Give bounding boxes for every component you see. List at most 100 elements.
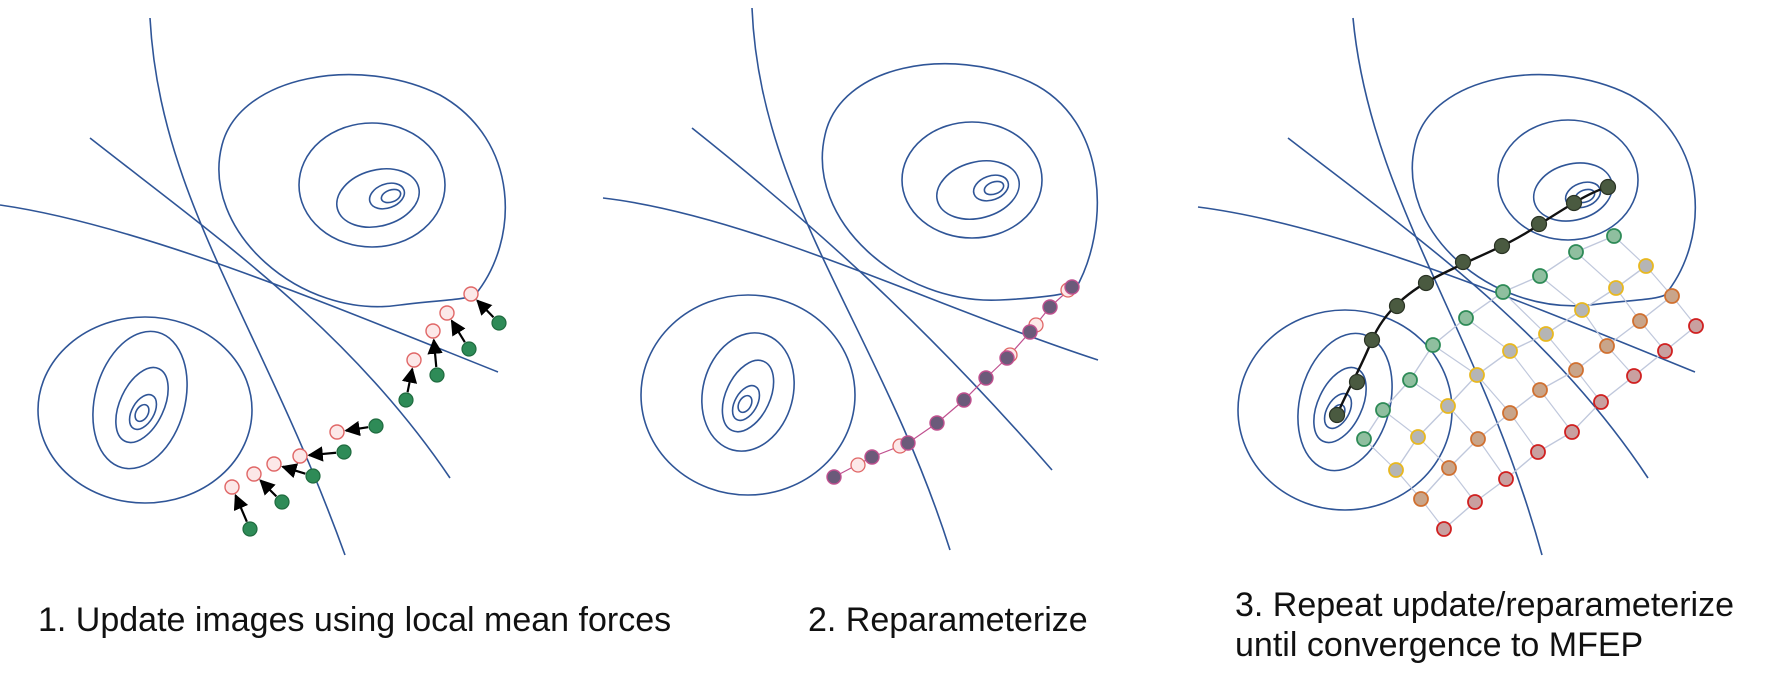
updated-image-point (242, 521, 258, 537)
iteration-image-point (1608, 280, 1624, 296)
updated-image-point (274, 494, 290, 510)
iteration-image-point (1498, 471, 1514, 487)
panel-3-converged-path (1328, 178, 1617, 424)
panel-3-caption: 3. Repeat update/reparameterize until co… (1235, 586, 1734, 664)
updated-image-point (429, 367, 445, 383)
iteration-image-point (1538, 326, 1554, 342)
iteration-image-point (1664, 288, 1680, 304)
old-image-point (292, 448, 308, 464)
iteration-image-point (1356, 431, 1372, 447)
iteration-image-point (1532, 268, 1548, 284)
updated-image-point (461, 341, 477, 357)
iteration-image-point (1402, 372, 1418, 388)
iteration-image-point (1626, 368, 1642, 384)
iteration-image-point (1606, 228, 1622, 244)
iteration-image-point (1502, 343, 1518, 359)
panel-2-caption: 2. Reparameterize (808, 601, 1088, 639)
iteration-image-point (1458, 310, 1474, 326)
mfep-image-point (1363, 331, 1381, 349)
iteration-connector (1613, 235, 1697, 327)
iteration-image-point (1413, 491, 1429, 507)
iteration-image-point (1568, 244, 1584, 260)
updated-image-point (491, 315, 507, 331)
updated-image-point (368, 418, 384, 434)
force-arrow (476, 299, 495, 319)
panel-1-arrows (233, 299, 495, 523)
iteration-image-point (1467, 494, 1483, 510)
iteration-connector (1575, 251, 1666, 352)
reparam-image-point (929, 415, 945, 431)
mfep-image-point (1454, 253, 1472, 271)
reparam-image-point (978, 370, 994, 386)
reparam-image-point (956, 392, 972, 408)
iteration-image-point (1502, 405, 1518, 421)
panel-2 (602, 7, 1099, 551)
force-arrow (281, 463, 306, 479)
old-image-point (463, 286, 479, 302)
panel-1-caption: 1. Update images using local mean forces (38, 601, 672, 639)
iteration-image-point (1425, 337, 1441, 353)
iteration-connector (1502, 291, 1602, 403)
iteration-image-point (1388, 462, 1404, 478)
old-image-point (246, 466, 262, 482)
old-image-point (425, 323, 441, 339)
reparam-image-point (1022, 324, 1038, 340)
iteration-image-point (1495, 284, 1511, 300)
mfep-image-point (1348, 373, 1366, 391)
iteration-image-point (1410, 429, 1426, 445)
reparam-image-point (1042, 299, 1058, 315)
panel-1-images (224, 286, 507, 537)
iteration-image-point (1632, 313, 1648, 329)
panel-2-path (826, 279, 1080, 485)
iteration-image-point (1436, 521, 1452, 537)
mfep-image-point (1328, 406, 1346, 424)
old-image-point (439, 305, 455, 321)
reparam-string-line (833, 286, 1073, 478)
iteration-image-point (1441, 460, 1457, 476)
updated-image-point (336, 444, 352, 460)
iteration-image-point (1688, 318, 1704, 334)
iteration-string-line (1363, 235, 1615, 440)
reparam-image-point (1064, 279, 1080, 295)
force-arrow (259, 479, 278, 498)
updated-image-point (305, 468, 321, 484)
iteration-connector (1409, 379, 1507, 480)
panel-1-contours (0, 17, 507, 556)
iteration-image-point (1593, 394, 1609, 410)
iteration-image-point (1440, 398, 1456, 414)
updated-image-point (398, 392, 414, 408)
iteration-connector (1432, 344, 1539, 453)
iteration-image-point (1568, 362, 1584, 378)
iteration-image-point (1638, 258, 1654, 274)
iteration-image-point (1574, 302, 1590, 318)
iteration-connector (1363, 438, 1445, 530)
iteration-image-point (1564, 424, 1580, 440)
old-image-point (850, 457, 866, 473)
panel-1 (0, 17, 507, 556)
iteration-image-point (1375, 402, 1391, 418)
force-arrow (401, 367, 418, 393)
iteration-image-point (1532, 382, 1548, 398)
mfep-image-point (1388, 297, 1406, 315)
iteration-image-point (1530, 444, 1546, 460)
iteration-image-point (1470, 431, 1486, 447)
reparam-image-point (900, 435, 916, 451)
reparam-image-point (999, 350, 1015, 366)
mfep-image-point (1493, 237, 1511, 255)
force-arrow (307, 446, 337, 462)
force-arrow (427, 338, 443, 368)
iteration-connector (1382, 409, 1476, 503)
mfep-image-point (1417, 274, 1435, 292)
panel-3 (1197, 17, 1704, 556)
old-image-point (224, 479, 240, 495)
old-image-point (266, 456, 282, 472)
mfep-image-point (1565, 194, 1583, 212)
mfep-image-point (1530, 215, 1548, 233)
iteration-image-point (1657, 343, 1673, 359)
reparam-image-point (864, 449, 880, 465)
mfep-image-point (1599, 178, 1617, 196)
iteration-connector (1539, 275, 1635, 377)
iteration-image-point (1599, 338, 1615, 354)
reparam-image-point (826, 469, 842, 485)
